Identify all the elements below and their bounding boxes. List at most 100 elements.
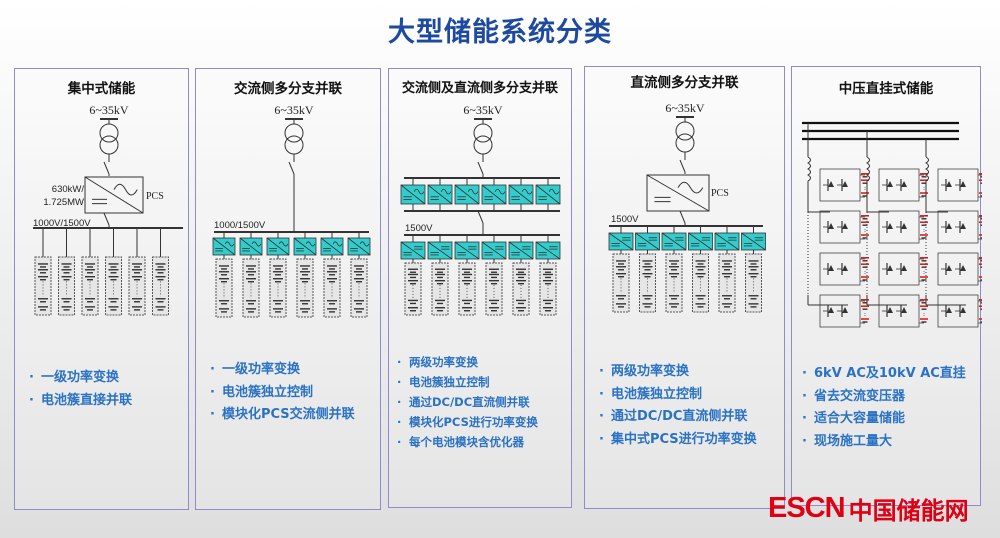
- pcs-rating-label: 1.725MW: [43, 197, 84, 208]
- breaker-icon: [679, 159, 686, 173]
- panel-title: 交流侧多分支并联: [234, 81, 342, 97]
- h-bridge-cell: [937, 168, 979, 202]
- bus-voltage-label: 1500V: [611, 214, 639, 225]
- bus-voltage-label: 1000V/1500V: [33, 218, 91, 229]
- feature-item: ·模块化PCS交流侧并联: [210, 407, 355, 422]
- diode-icon: [946, 265, 952, 271]
- feature-item: ·一级功率变换: [210, 362, 301, 377]
- feature-item: ·两级功率变换: [397, 355, 478, 369]
- h-bridge-cell: [878, 168, 920, 202]
- battery-cluster-icon: [269, 258, 287, 318]
- bus-voltage-label: 1500V: [405, 223, 433, 234]
- converter-diagonal: [714, 232, 740, 251]
- diode-icon: [901, 223, 907, 229]
- feature-item: ·现场施工量大: [802, 433, 893, 449]
- h-bridge-cell: [878, 294, 920, 328]
- battery-cluster-icon: [404, 262, 422, 316]
- transformer-icon: [675, 133, 695, 153]
- escn-logo: ESCN 中国储能网: [768, 491, 969, 526]
- battery-cluster-icon: [34, 256, 52, 316]
- converter-diagonal: [535, 241, 561, 260]
- ac-wave-symbol: [332, 241, 343, 247]
- battery-cluster-icon: [58, 256, 75, 316]
- converter-diagonal: [239, 237, 263, 256]
- converter-diagonal: [635, 232, 660, 251]
- feature-item: ·集中式PCS进行功率变换: [599, 431, 757, 447]
- feature-item: ·适合大容量储能: [802, 411, 906, 426]
- ac-wave-symbol: [413, 188, 425, 195]
- transformer-icon: [99, 135, 119, 155]
- converter-diagonal: [454, 241, 480, 260]
- converter-diagonal: [481, 241, 507, 260]
- converter-diagonal: [84, 176, 144, 214]
- converter-diagonal: [741, 232, 766, 251]
- ac-wave-symbol: [521, 188, 533, 195]
- feature-item: ·一级功率变换: [29, 370, 120, 385]
- diode-icon: [887, 181, 893, 187]
- feature-list: ·两级功率变换 ·电池簇独立控制 ·通过DC/DC直流侧并联 ·集中式PCS进行…: [599, 361, 757, 451]
- battery-cluster-icon: [639, 253, 656, 313]
- diagram-ac-dc-multi-branch: 6~35kV 1500V: [400, 103, 561, 316]
- feature-item: ·电池簇独立控制: [599, 386, 703, 402]
- inductor-icon: [866, 156, 870, 182]
- breaker-icon: [288, 161, 295, 175]
- battery-cluster-icon: [458, 262, 476, 316]
- converter-diagonal: [688, 232, 713, 251]
- feature-item: ·6kV AC及10kV AC直挂: [802, 366, 966, 381]
- ac-wave-symbol: [224, 241, 235, 247]
- diode-icon: [901, 181, 907, 187]
- diode-icon: [828, 223, 834, 229]
- grid-voltage-label: 6~35kV: [463, 103, 502, 117]
- diode-icon: [960, 181, 966, 187]
- battery-cluster-icon: [539, 262, 557, 316]
- transformer-icon: [473, 123, 493, 143]
- battery-cluster-icon: [128, 256, 146, 316]
- converter-diagonal: [508, 241, 534, 260]
- feature-item: ·电池簇直接并联: [29, 392, 133, 408]
- battery-cluster-icon: [512, 262, 530, 316]
- ac-wave-symbol: [677, 181, 704, 194]
- battery-cluster-icon: [105, 256, 122, 316]
- battery-cluster-icon: [665, 253, 683, 313]
- converter-diagonal: [535, 184, 561, 205]
- transformer-icon: [473, 135, 493, 155]
- battery-cluster-icon: [152, 256, 169, 316]
- h-bridge-cell: [819, 210, 861, 244]
- h-bridge-cell: [937, 210, 979, 244]
- converter-diagonal: [400, 184, 426, 205]
- diode-icon: [901, 265, 907, 271]
- battery-cluster-icon: [718, 253, 736, 313]
- panel-mv-direct-hang: 中压直挂式储能 ·6kV AC及10kV AC直挂 ·省去交流变压器 ·适合大容…: [791, 66, 982, 506]
- battery-cluster-icon: [745, 253, 762, 313]
- feature-item: ·通过DC/DC直流侧并联: [397, 395, 530, 409]
- diode-icon: [828, 265, 834, 271]
- battery-cluster-icon: [242, 258, 260, 318]
- breaker-icon: [477, 161, 484, 175]
- feature-item: ·通过DC/DC直流侧并联: [599, 409, 748, 424]
- converter-diagonal: [481, 184, 507, 205]
- breaker-icon: [103, 212, 110, 226]
- transformer-icon: [284, 123, 304, 143]
- feature-list: ·一级功率变换 ·电池簇独立控制 ·模块化PCS交流侧并联: [210, 359, 355, 427]
- breaker-icon: [477, 210, 484, 224]
- h-bridge-cell: [878, 252, 920, 286]
- grid-voltage-label: 6~35kV: [665, 101, 704, 115]
- battery-cluster-icon: [323, 258, 341, 318]
- converter-diagonal: [212, 237, 236, 256]
- diode-icon: [842, 181, 848, 187]
- converter-diagonal: [427, 241, 453, 260]
- transformer-icon: [284, 135, 304, 155]
- pcs-rating-label: 630kW/: [52, 184, 85, 195]
- ac-wave-symbol: [251, 241, 262, 247]
- diode-icon: [887, 265, 893, 271]
- battery-cluster-icon: [692, 253, 709, 313]
- diode-icon: [828, 181, 834, 187]
- feature-item: ·电池簇独立控制: [210, 384, 314, 400]
- feature-list: ·一级功率变换 ·电池簇直接并联: [29, 367, 132, 412]
